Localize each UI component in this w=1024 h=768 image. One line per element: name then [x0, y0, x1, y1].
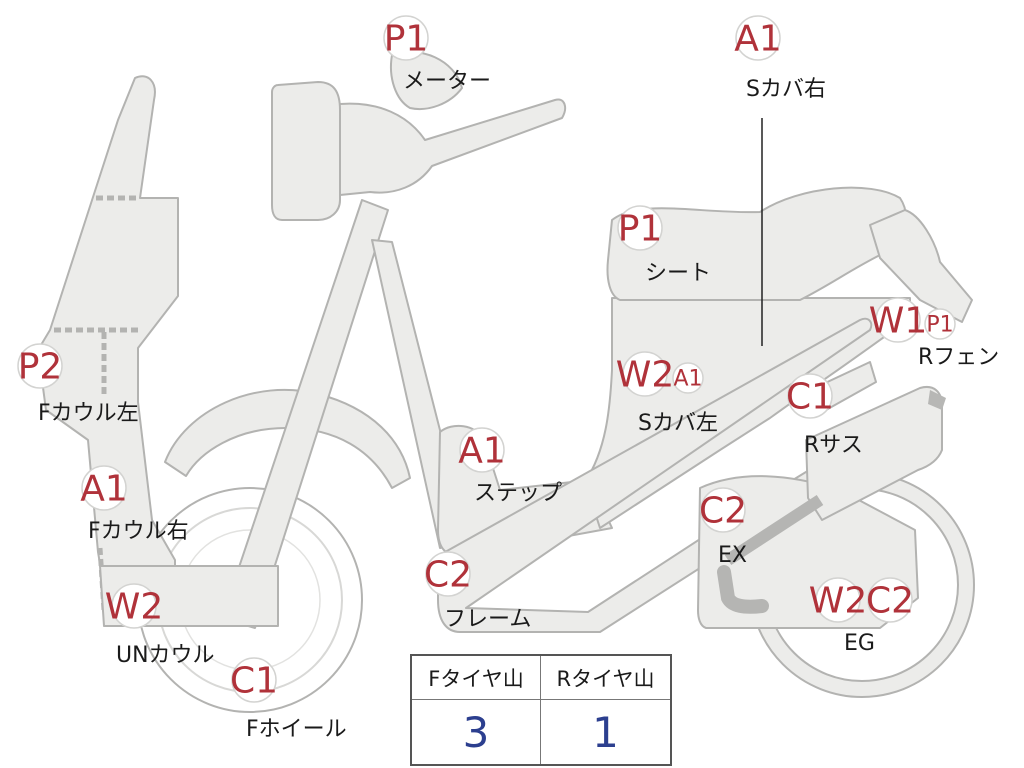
frame-badge-circle — [425, 551, 471, 597]
eg-badge-circle — [867, 577, 913, 623]
seat-badge-code: P1 — [618, 209, 663, 250]
eg-label: EG — [844, 631, 875, 656]
rear-tire-header: Rタイヤ山 — [541, 656, 670, 700]
s-cover-l-badge: W2 — [616, 351, 675, 397]
main-frame — [437, 317, 873, 633]
r-sus-badge-code: C1 — [786, 377, 834, 418]
ex-badge-code: C2 — [699, 491, 747, 532]
exhaust-pipe — [717, 565, 769, 614]
tire-tread-table: Fタイヤ山 Rタイヤ山 3 1 — [410, 654, 672, 766]
eg-badge-code: W2 — [809, 581, 868, 622]
seat-badge-circle — [617, 205, 663, 251]
r-fender-badge-circle — [875, 297, 921, 343]
f-cowl-r-badge-code: A1 — [80, 469, 128, 510]
r-sus-badge-circle — [787, 373, 833, 419]
s-cover-l-label: Sカバ左 — [638, 411, 718, 436]
r-fender-badge-code: W1 — [869, 301, 928, 342]
frame-badge: C2 — [424, 551, 472, 597]
eg-badge: C2 — [866, 577, 914, 623]
f-cowl-r-badge-circle — [81, 465, 127, 511]
f-cowl-r-label: Fカウル右 — [88, 519, 189, 544]
ex-badge: C2 — [699, 487, 747, 533]
step-badge-code: A1 — [458, 431, 506, 472]
s-cover-l-badge-circle — [672, 362, 704, 394]
s-cover-r-badge-circle — [735, 15, 781, 61]
s-cover-l-badge-code: A1 — [673, 367, 702, 392]
step-badge: A1 — [458, 427, 506, 473]
meter-label: メーター — [403, 69, 491, 94]
ex-badge-circle — [700, 487, 746, 533]
un-cowl-label: UNカウル — [116, 643, 215, 668]
un-cowl-badge-code: W2 — [105, 587, 164, 628]
meter-cover — [390, 50, 463, 110]
f-cowl-l-badge-circle — [17, 343, 63, 389]
r-fender-badge-circle — [924, 308, 956, 340]
meter-badge: P1 — [383, 15, 429, 61]
f-cowl-l-badge: P2 — [17, 343, 63, 389]
rear-tire-value: 1 — [592, 707, 619, 757]
ex-label: EX — [718, 543, 747, 568]
f-cowl-r-badge: A1 — [80, 465, 128, 511]
frame-badge-code: C2 — [424, 555, 472, 596]
rear-fender — [869, 209, 973, 323]
f-cowl-l-badge-code: P2 — [18, 347, 63, 388]
un-cowl-badge: W2 — [105, 583, 164, 629]
seat — [606, 186, 907, 301]
front-fender — [164, 388, 411, 489]
r-sus-badge: C1 — [786, 373, 834, 419]
meter-badge-code: P1 — [384, 19, 429, 60]
un-cowl-badge-circle — [111, 583, 157, 629]
r-fender-badge: P1 — [924, 308, 956, 340]
r-fender-badge-code: P1 — [926, 313, 953, 338]
s-cover-r-badge: A1 — [734, 15, 782, 61]
s-cover-r-badge-code: A1 — [734, 19, 782, 60]
exhaust-pipe-upper — [724, 494, 824, 566]
r-fender-label: Rフェン — [918, 345, 999, 370]
seat-badge: P1 — [617, 205, 663, 251]
f-wheel-badge: C1 — [230, 657, 278, 703]
s-cover-l-badge: A1 — [672, 362, 704, 394]
headlight-block — [271, 81, 341, 221]
meter-badge-circle — [383, 15, 429, 61]
r-fender-badge: W1 — [869, 297, 928, 343]
eg-badge-code: C2 — [866, 581, 914, 622]
s-cover-l-badge-code: W2 — [616, 355, 675, 396]
f-wheel-badge-circle — [231, 657, 277, 703]
step-label: ステップ — [474, 481, 562, 506]
eg-badge: W2 — [809, 577, 868, 623]
air-box-stub — [928, 390, 946, 410]
f-wheel-label: Fホイール — [246, 717, 347, 742]
handlebar — [329, 98, 567, 197]
front-tire-header: Fタイヤ山 — [412, 656, 541, 700]
seat-label: シート — [645, 261, 711, 286]
front-fork — [221, 199, 389, 629]
front-tire-value: 3 — [412, 700, 541, 764]
eg-badge-circle — [815, 577, 861, 623]
f-wheel-badge-code: C1 — [230, 661, 278, 702]
r-sus-label: Rサス — [804, 433, 863, 458]
air-box — [805, 386, 943, 521]
f-cowl-l-label: Fカウル左 — [38, 401, 139, 426]
s-cover-l-badge-circle — [622, 351, 668, 397]
s-cover-r-label: Sカバ右 — [746, 77, 826, 102]
step-badge-circle — [459, 427, 505, 473]
frame-label: フレーム — [444, 607, 531, 632]
